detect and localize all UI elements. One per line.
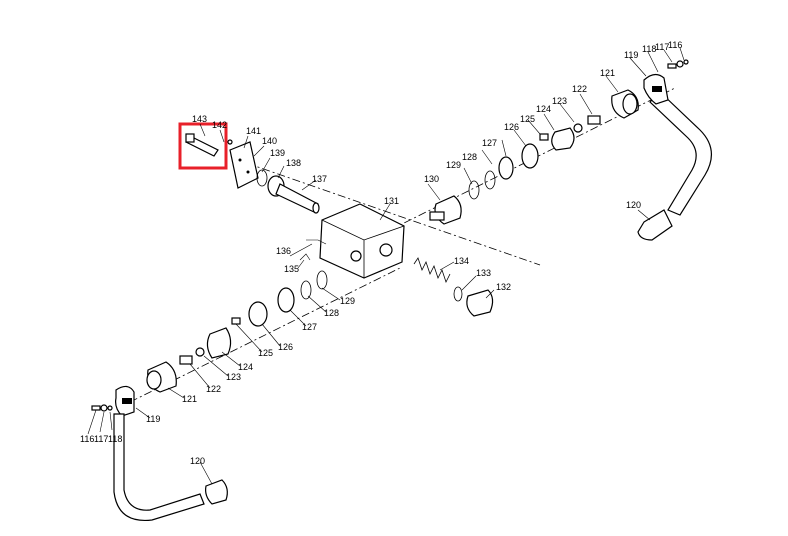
lever-hub-upper xyxy=(652,86,662,92)
pin-118-upper xyxy=(683,59,689,65)
ring-126-upper xyxy=(521,143,539,169)
ring-128-lower xyxy=(300,280,312,300)
leader-lines-left xyxy=(87,123,495,485)
label-127-lower: 127 xyxy=(302,322,317,332)
label-118-upper: 118 xyxy=(642,44,656,54)
pin-125-upper xyxy=(539,133,549,141)
label-123-upper: 123 xyxy=(552,96,567,106)
label-119-lower: 119 xyxy=(146,414,160,424)
ring-129-upper xyxy=(468,180,480,200)
label-139: 139 xyxy=(270,148,285,158)
pin-118-lower xyxy=(107,405,113,411)
label-140: 140 xyxy=(262,136,277,146)
ring-129-lower xyxy=(316,270,328,290)
ring-128-upper xyxy=(484,170,496,190)
ring-139 xyxy=(256,169,268,187)
label-136: 136 xyxy=(276,246,291,256)
label-130: 130 xyxy=(424,174,439,184)
label-129-lower: 129 xyxy=(340,296,355,306)
label-125-upper: 125 xyxy=(520,114,535,124)
label-117-lower: 117 xyxy=(94,434,108,444)
centerline-upper-left xyxy=(231,157,541,266)
label-134: 134 xyxy=(454,256,469,266)
ring-133 xyxy=(453,286,463,302)
handle-arm-lower xyxy=(113,413,205,522)
label-132: 132 xyxy=(496,282,511,292)
label-120-lower: 120 xyxy=(190,456,205,466)
handle-arm-upper xyxy=(649,91,712,216)
knob-132 xyxy=(466,289,494,317)
label-121-upper: 121 xyxy=(600,68,615,78)
housing-131 xyxy=(319,203,405,279)
screw-116-upper xyxy=(667,63,677,69)
leader-lines-right xyxy=(427,47,685,221)
label-125-lower: 125 xyxy=(258,348,273,358)
label-128-upper: 128 xyxy=(462,152,477,162)
bearing-127-upper xyxy=(498,156,514,180)
label-126-upper: 126 xyxy=(504,122,519,132)
label-126-lower: 126 xyxy=(278,342,293,352)
label-121-lower: 121 xyxy=(182,394,197,404)
highlight-box-143 xyxy=(178,122,228,170)
housing-131-edges xyxy=(321,219,405,278)
label-141: 141 xyxy=(246,126,261,136)
washer-117-upper xyxy=(676,60,684,68)
label-129-upper: 129 xyxy=(446,160,461,170)
flange-124-upper xyxy=(551,127,575,151)
spring-134 xyxy=(413,257,451,284)
washer-142 xyxy=(227,139,233,145)
pin-125-lower xyxy=(231,317,241,325)
label-116-lower: 116 xyxy=(80,434,94,444)
gear-130-shaft xyxy=(429,211,445,221)
ring-126-lower xyxy=(248,301,268,327)
label-116-upper: 116 xyxy=(668,40,682,50)
spring-122-lower xyxy=(179,355,193,365)
flange-124-lower xyxy=(206,327,232,359)
label-127-upper: 127 xyxy=(482,138,497,148)
label-124-lower: 124 xyxy=(238,362,253,372)
lever-hub-lower xyxy=(122,398,132,404)
shaft-137-end xyxy=(312,202,320,214)
plate-hole-1 xyxy=(238,158,242,162)
label-128-lower: 128 xyxy=(324,308,339,318)
housing-131-port xyxy=(350,250,362,262)
plate-140 xyxy=(229,141,259,189)
label-133: 133 xyxy=(476,268,491,278)
label-119-upper: 119 xyxy=(624,50,638,60)
pin-135 xyxy=(299,253,311,261)
label-135: 135 xyxy=(284,264,299,274)
washer-117-lower xyxy=(100,404,108,412)
spring-122-upper xyxy=(587,115,601,125)
label-131: 131 xyxy=(384,196,399,206)
label-120-upper: 120 xyxy=(626,200,641,210)
bearing-127-lower xyxy=(277,287,295,313)
washer-123-lower xyxy=(195,347,205,357)
handle-grip-upper xyxy=(637,209,673,241)
label-142: 142 xyxy=(212,120,227,130)
label-123-lower: 123 xyxy=(226,372,241,382)
plate-hole-2 xyxy=(246,170,250,174)
hub-121-lower-face xyxy=(146,370,162,390)
label-122-lower: 122 xyxy=(206,384,221,394)
label-124-upper: 124 xyxy=(536,104,551,114)
label-137: 137 xyxy=(312,174,327,184)
washer-123-upper xyxy=(573,123,583,133)
handle-grip-lower xyxy=(205,479,228,505)
hub-121-upper-face xyxy=(622,93,638,115)
label-143: 143 xyxy=(192,114,207,124)
housing-131-bore xyxy=(379,243,393,257)
screw-116-lower xyxy=(91,405,101,411)
label-138: 138 xyxy=(286,158,301,168)
pin-136 xyxy=(306,239,327,245)
label-117-upper: 117 xyxy=(655,42,669,52)
shaft-137 xyxy=(275,183,319,213)
label-118-lower: 118 xyxy=(108,434,122,444)
label-122-upper: 122 xyxy=(572,84,587,94)
bolt-143-head xyxy=(185,133,195,143)
